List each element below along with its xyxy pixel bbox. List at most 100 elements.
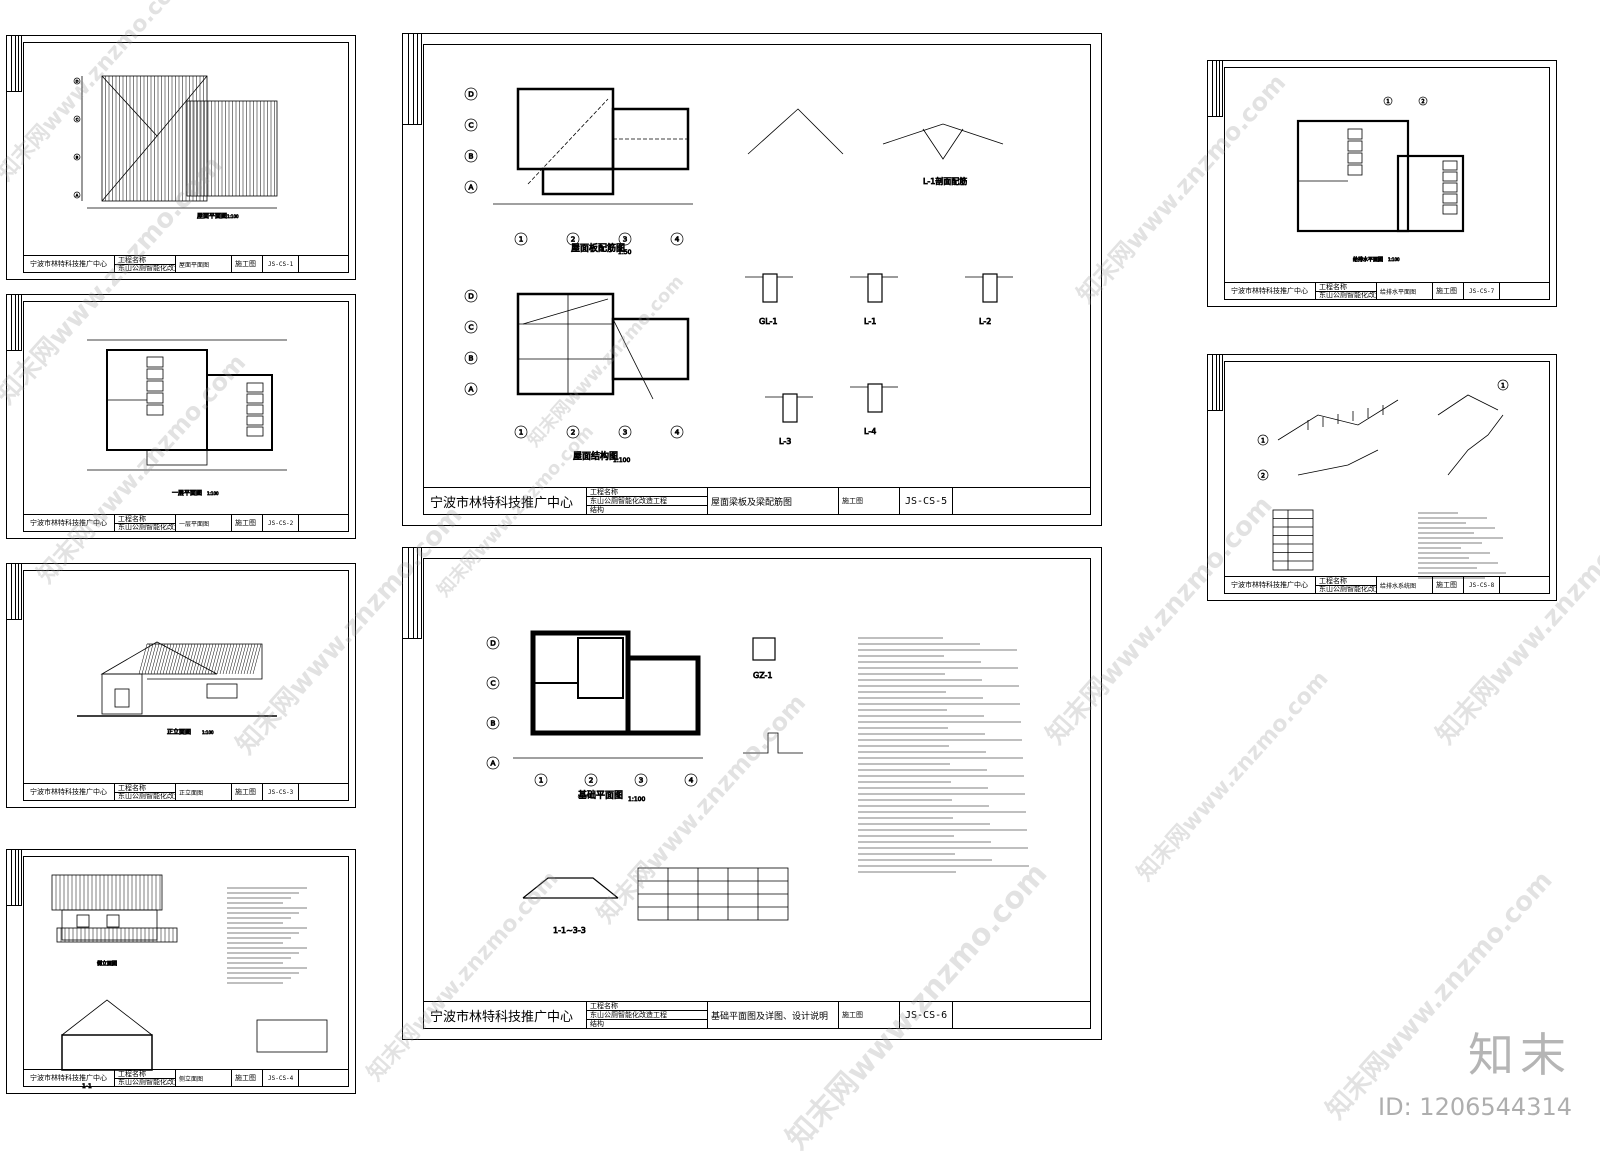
title-block: 宁波市林特科技推广中心工程名称东山公厕智能化改造工程给排水平面图施工图JS-CS… — [1225, 282, 1549, 299]
svg-text:A: A — [469, 385, 474, 394]
project-label: 工程名称 — [587, 1002, 707, 1011]
project-label: 工程名称 — [115, 1070, 175, 1079]
axis-bubble-row: A — [464, 180, 478, 194]
svg-text:A: A — [491, 759, 496, 768]
axis-bubble: 1 — [1257, 434, 1269, 446]
drawing-scale: 1:100 — [202, 730, 214, 735]
drawing-title: 给排水系统图 — [1380, 582, 1417, 590]
drawing-title: 一层平面图 — [179, 520, 210, 528]
project-name: 东山公厕智能化改造工程 — [118, 264, 175, 273]
section-label: 1-1 — [82, 1083, 92, 1090]
roof-hatch-right — [186, 100, 278, 197]
drawing-number: JS-CS-7 — [1464, 283, 1501, 299]
title-block-phase: 施工图 — [1433, 283, 1464, 299]
drawing-sheet-plumbing-system: 宁波市林特科技推广中心工程名称东山公厕智能化改造工程给排水系统图施工图JS-CS… — [1207, 354, 1557, 601]
axis-bubble: D — [73, 77, 81, 85]
sheet-inner-frame: 宁波市林特科技推广中心工程名称东山公厕智能化改造工程给排水平面图施工图JS-CS… — [1224, 67, 1550, 300]
svg-text:C: C — [468, 323, 473, 332]
beam-label: L-4 — [864, 427, 876, 436]
sheet-inner-frame: 宁波市林特科技推广中心工程名称东山公厕智能化改造工程结构屋面梁板及梁配筋图施工图… — [423, 44, 1091, 515]
drawing-caption: 正立面图 — [167, 728, 191, 736]
axis-bubble: C — [73, 115, 81, 123]
axis-bubble-row: D — [464, 289, 478, 303]
axis-bubble-col: 1 — [534, 773, 548, 787]
sheet-inner-frame: 宁波市林特科技推广中心工程名称东山公厕智能化改造工程侧立面图施工图JS-CS-4 — [23, 856, 349, 1087]
drawing-scale: 1:100 — [1388, 257, 1400, 262]
axis-bubble-row: C — [486, 676, 500, 690]
title-block-phase: 施工图 — [232, 256, 263, 272]
drawing-title: 基础平面图及详图、设计说明 — [711, 1011, 829, 1022]
project-label: 工程名称 — [587, 488, 707, 497]
drawing-content: 121 — [1257, 379, 1509, 579]
sub-drawing-scale: 1:100 — [628, 796, 645, 803]
project-label: 工程名称 — [115, 784, 175, 793]
design-phase: 施工图 — [1436, 287, 1457, 295]
title-block-phase: 施工图 — [1433, 577, 1464, 593]
discipline: 结构 — [590, 506, 604, 514]
drawing-content: 侧立面图 1-1 — [51, 874, 328, 1090]
design-notes-text — [858, 637, 1029, 873]
axis-bubble-row: B — [486, 716, 500, 730]
sub-drawing-scale: 1:50 — [618, 249, 632, 256]
title-block-drawing-title: 基础平面图及详图、设计说明 — [708, 1002, 839, 1028]
drawing-caption: 屋面平面图 — [197, 213, 227, 220]
sheet-inner-frame: 宁波市林特科技推广中心工程名称东山公厕智能化改造工程结构基础平面图及详图、设计说… — [423, 558, 1091, 1029]
svg-text:4: 4 — [675, 235, 680, 244]
axis-bubble-col: 2 — [1418, 96, 1428, 106]
binding-margin-strip — [7, 850, 22, 906]
drawing-title: 给排水平面图 — [1380, 288, 1417, 296]
title-block: 宁波市林特科技推广中心工程名称东山公厕智能化改造工程正立面图施工图JS-CS-3 — [24, 783, 348, 800]
title-block-drawing-title: 给排水平面图 — [1377, 283, 1433, 299]
sheet-inner-frame: 宁波市林特科技推广中心工程名称东山公厕智能化改造工程屋面平面图施工图JS-CS-… — [23, 42, 349, 273]
title-block-organization: 宁波市林特科技推广中心 — [424, 1002, 587, 1028]
sheet-inner-frame: 宁波市林特科技推广中心工程名称东山公厕智能化改造工程给排水系统图施工图JS-CS… — [1224, 361, 1550, 594]
drawing-number: JS-CS-5 — [900, 488, 954, 514]
drawing-title: 屋面梁板及梁配筋图 — [711, 497, 793, 508]
svg-text:2: 2 — [571, 428, 576, 437]
footing-schedule-table — [637, 867, 789, 921]
title-block-drawing-title: 一层平面图 — [176, 515, 232, 531]
image-id-label: ID: 1206544314 — [1378, 1093, 1572, 1121]
sheet-inner-frame: 宁波市林特科技推广中心工程名称东山公厕智能化改造工程一层平面图施工图JS-CS-… — [23, 301, 349, 532]
sheet-inner-frame: 宁波市林特科技推广中心工程名称东山公厕智能化改造工程正立面图施工图JS-CS-3 — [23, 570, 349, 801]
drawing-number: JS-CS-4 — [263, 1070, 300, 1086]
title-block-drawing-title: 正立面图 — [176, 784, 232, 800]
project-label: 工程名称 — [1316, 577, 1376, 586]
drawing-number: JS-CS-6 — [900, 1002, 954, 1028]
design-phase: 施工图 — [235, 788, 256, 796]
project-name: 东山公厕智能化改造工程 — [118, 792, 175, 801]
axis-bubble-col: 3 — [634, 773, 648, 787]
drawing-title: 侧立面图 — [179, 1075, 204, 1083]
sub-drawing-scale: 1:100 — [613, 457, 630, 464]
side-wall-hatch — [56, 927, 178, 943]
beam-label: L-1 — [864, 317, 876, 326]
svg-text:A: A — [76, 193, 79, 197]
title-block-phase: 施工图 — [839, 1002, 900, 1028]
drawing-title: 屋面平面图 — [179, 261, 210, 269]
legend-table — [1272, 509, 1314, 571]
drawing-number: JS-CS-8 — [1464, 577, 1501, 593]
binding-margin-strip — [7, 295, 22, 351]
drawing-sheet-plumbing-plan: 宁波市林特科技推广中心工程名称东山公厕智能化改造工程给排水平面图施工图JS-CS… — [1207, 60, 1557, 307]
project-name: 东山公厕智能化改造工程 — [587, 497, 707, 506]
svg-text:B: B — [76, 155, 79, 159]
brand-logo: 知末 — [1468, 1028, 1572, 1082]
discipline: 结构 — [590, 1020, 604, 1028]
beam-section-detail: L-3 — [765, 393, 813, 446]
footing-section-label: 1-1~3-3 — [553, 926, 586, 935]
title-block-organization: 宁波市林特科技推广中心 — [24, 256, 115, 272]
design-notes-text — [227, 887, 307, 984]
binding-margin-strip — [7, 36, 22, 92]
svg-text:2: 2 — [1421, 99, 1424, 105]
svg-text:B: B — [469, 152, 474, 161]
binding-margin-strip — [403, 34, 422, 125]
project-name: 东山公厕智能化改造工程 — [118, 523, 175, 532]
roof-tiles — [138, 643, 262, 675]
title-block-organization: 宁波市林特科技推广中心 — [1225, 283, 1316, 299]
design-phase: 施工图 — [235, 519, 256, 527]
drawing-sheet-side-elevation: 宁波市林特科技推广中心工程名称东山公厕智能化改造工程侧立面图施工图JS-CS-4… — [6, 849, 356, 1094]
